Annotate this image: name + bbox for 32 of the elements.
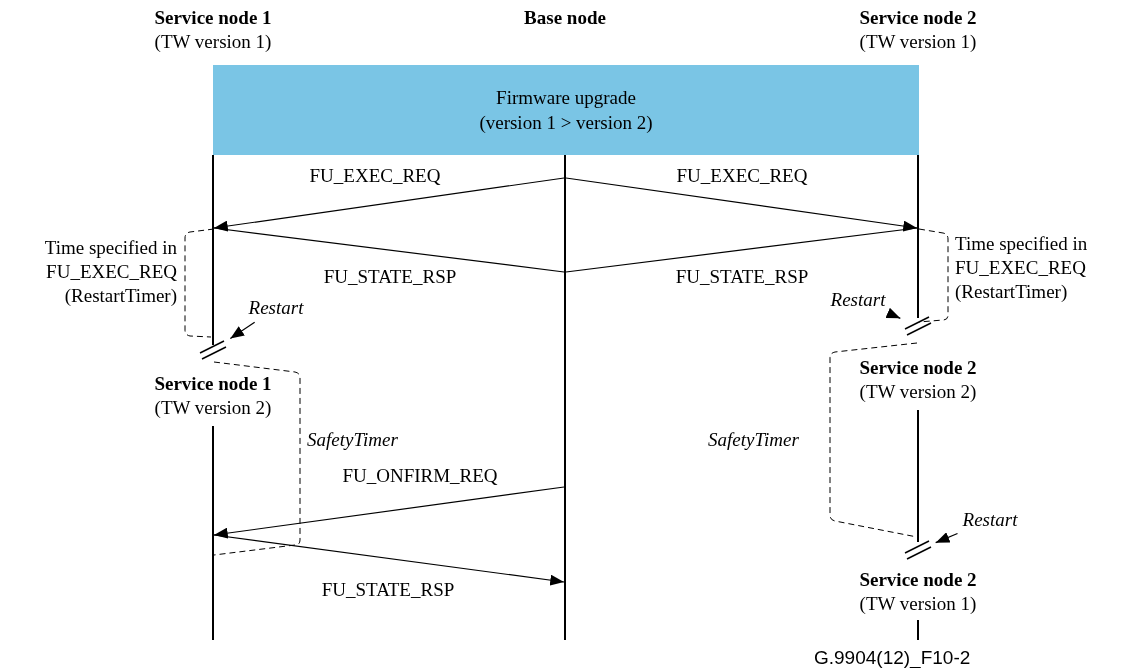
edge-label: FU_EXEC_REQ bbox=[309, 165, 441, 187]
break-mark bbox=[904, 540, 932, 560]
timer-name: SafetyTimer bbox=[307, 428, 398, 452]
band-text: Firmware upgrade (version 1 > version 2) bbox=[478, 86, 654, 135]
edge-label: FU_STATE_RSP bbox=[323, 266, 457, 288]
leader-arrow bbox=[935, 532, 959, 544]
lifeline bbox=[917, 620, 919, 640]
message-arrow bbox=[213, 486, 565, 539]
edge-label: FU_EXEC_REQ bbox=[676, 165, 808, 187]
message-arrow bbox=[213, 177, 565, 232]
edge-label: FU_ONFIRM_REQ bbox=[342, 465, 498, 487]
edge-label: FU_STATE_RSP bbox=[321, 579, 455, 601]
restart-text: Restart bbox=[956, 508, 1024, 532]
timer-note: Time specified in FU_EXEC_REQ (RestartTimer) bbox=[43, 236, 177, 308]
lifeline bbox=[212, 155, 214, 345]
lifeline bbox=[212, 426, 214, 640]
lifeline bbox=[564, 155, 566, 640]
restart-text: Restart bbox=[242, 296, 310, 320]
timer-note: Time specified in FU_EXEC_REQ (RestartTimer) bbox=[955, 232, 1089, 304]
figure-id: G.9904(12)_F10-2 bbox=[814, 646, 971, 668]
timer-name: SafetyTimer bbox=[708, 428, 799, 452]
edge-label: FU_STATE_RSP bbox=[675, 266, 809, 288]
upgrade-band bbox=[213, 65, 919, 155]
leader-arrow bbox=[885, 307, 901, 319]
break-mark bbox=[904, 316, 932, 336]
message-arrow bbox=[213, 534, 565, 586]
restart-text: Restart bbox=[824, 288, 892, 312]
message-arrow bbox=[565, 177, 918, 232]
break-mark bbox=[199, 340, 227, 360]
lifeline bbox=[917, 410, 919, 542]
lifeline bbox=[917, 155, 919, 318]
leader-arrow bbox=[229, 321, 256, 340]
